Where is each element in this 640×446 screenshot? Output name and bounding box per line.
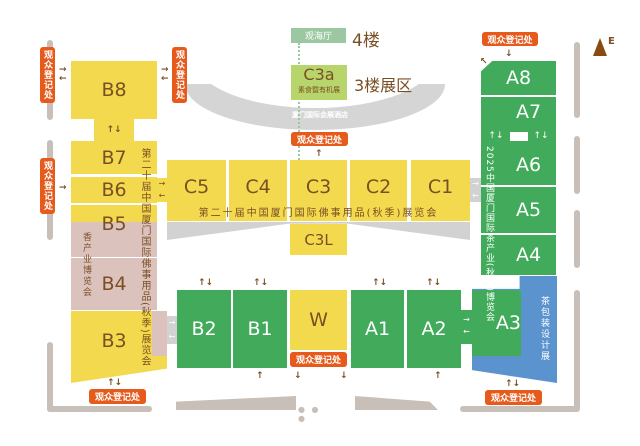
hall-c4[interactable]: C4 (229, 160, 287, 221)
arrow-icon: ↑ (256, 371, 264, 381)
c3a-label: C3a (303, 65, 335, 84)
arrow-icon: ↑↓ (253, 278, 269, 288)
arrow-icon: ↑↓ (426, 278, 442, 288)
hall-a6[interactable]: A6 (481, 145, 556, 185)
passage-b8-b7: ↑↓ (94, 119, 134, 141)
corridor-a2-a3: →← (461, 310, 472, 344)
c3a-sub: 素食暨有机展 (298, 86, 340, 94)
wall (47, 342, 53, 412)
registration-desk-b8-east[interactable]: 观众登记处 (172, 47, 187, 103)
corridor-b3-b2: →← (167, 316, 177, 344)
dotted-line (298, 43, 300, 163)
elevator-icon (509, 131, 528, 141)
arrow-icon: →← (161, 65, 169, 84)
hall-c5[interactable]: C5 (167, 160, 226, 221)
hall-a5[interactable]: A5 (481, 187, 556, 233)
arrow-icon: ↓ (505, 49, 513, 59)
registration-desk-w[interactable]: 观众登记处 (290, 352, 347, 367)
arrow-icon: ↓ (340, 371, 348, 381)
f4-label: 4楼 (352, 31, 380, 51)
hall-c3a[interactable]: C3a 素食暨有机展 (291, 65, 347, 100)
compass-north-icon (593, 38, 607, 56)
tea-expo: 2025中国厦门国际茶产业(秋季)博览会 (484, 146, 494, 322)
arrow-icon: ↑↓ (107, 378, 123, 388)
wall (574, 42, 580, 118)
dots: ● ● ● (298, 405, 321, 423)
arrow-icon: ↑↓ (372, 278, 388, 288)
hall-a7-a6-link: ↑↓ ↑↓ (481, 127, 556, 145)
hall-b5[interactable]: B5 (71, 213, 157, 257)
connector-b3 (152, 311, 167, 356)
buddhist-expo-horizontal: 第二十届中国厦门国际佛事用品(秋季)展览会 (198, 208, 439, 219)
registration-desk-b6[interactable]: 观众登记处 (40, 158, 55, 214)
hall-a1[interactable]: A1 (351, 290, 404, 368)
hall-c1[interactable]: C1 (411, 160, 470, 221)
arrow-icon: ↖ (480, 57, 488, 67)
arrow-icon: ↑↓ (198, 278, 214, 288)
arrow-icon: ↑ (315, 149, 323, 159)
hall-a2[interactable]: A2 (407, 290, 461, 368)
arrow-icon: ↑ (434, 371, 442, 381)
f3-label: 3楼展区 (354, 76, 413, 95)
hall-b2[interactable]: B2 (177, 290, 231, 368)
wall (47, 406, 152, 412)
wall (574, 136, 580, 194)
hall-b4[interactable]: B4 (71, 258, 157, 310)
buddhist-expo-vertical: 第二十届中国厦门国际佛事用品(秋季)展览会 (139, 148, 150, 367)
hall-a3[interactable]: A3 (472, 290, 521, 356)
hall-b6[interactable]: B6 (71, 177, 157, 203)
tea-pack-expo: 茶包装设计展 (539, 296, 549, 362)
corridor-b6-c5: →← (157, 178, 167, 202)
arrow-icon: ↑↓ (505, 379, 521, 389)
registration-desk-b8-west[interactable]: 观众登记处 (40, 47, 55, 103)
hall-c3l[interactable]: C3L (290, 224, 347, 255)
registration-desk-a8[interactable]: 观众登记处 (482, 32, 538, 46)
hall-b8[interactable]: B8 (71, 61, 157, 119)
hall-a8[interactable]: A8 (481, 61, 556, 95)
arrow-icon: → (59, 183, 67, 193)
registration-desk-b3[interactable]: 观众登记处 (89, 389, 146, 404)
wall (176, 396, 296, 410)
hall-b1[interactable]: B1 (233, 290, 287, 368)
wall (460, 406, 580, 412)
hall-b3[interactable]: B3 (71, 311, 167, 383)
hotel-label: 厦门国际会展酒店 (292, 111, 348, 119)
wall (574, 290, 580, 410)
wall (355, 396, 438, 410)
hall-b7[interactable]: B7 (71, 141, 157, 174)
corridor-c1-a: →← (470, 178, 481, 202)
f4-room[interactable]: 观海厅 (291, 28, 346, 43)
hall-a4[interactable]: A4 (481, 235, 556, 275)
arrow-icon: →← (59, 65, 67, 84)
hall-c2[interactable]: C2 (350, 160, 407, 221)
hall-w[interactable]: W (290, 290, 347, 350)
hall-a7[interactable]: A7 (481, 97, 556, 127)
wall (574, 210, 580, 268)
incense-expo: 香产业博览会 (81, 232, 91, 298)
arrow-icon: ↓ (294, 371, 302, 381)
compass-label: E (608, 36, 615, 47)
hall-c3[interactable]: C3 (290, 160, 347, 221)
registration-desk-c3[interactable]: 观众登记处 (291, 132, 348, 146)
registration-desk-a3[interactable]: 观众登记处 (485, 390, 542, 405)
